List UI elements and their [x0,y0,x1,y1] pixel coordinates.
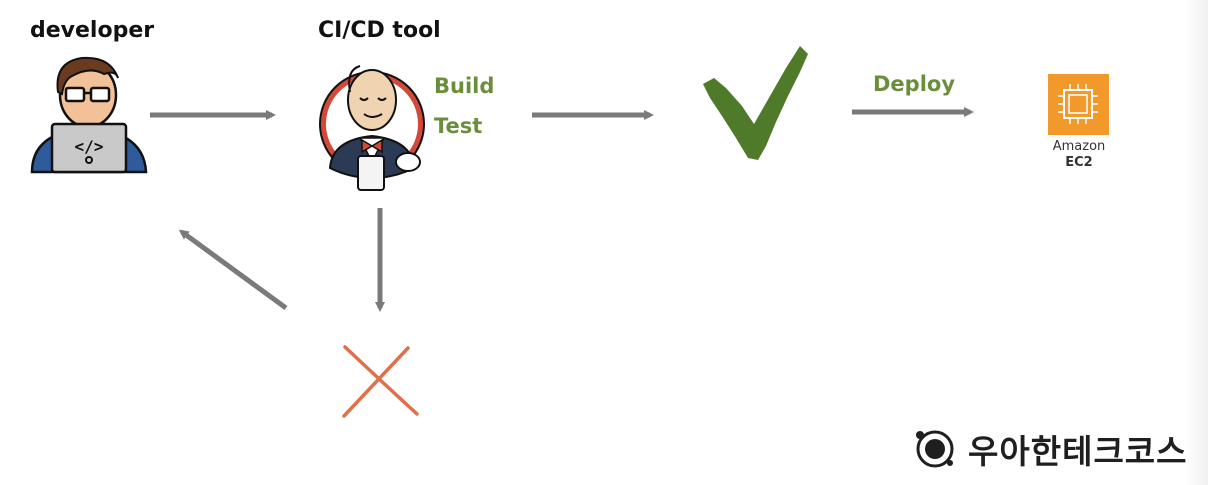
developer-label: developer [30,18,155,43]
svg-text:</>: </> [75,137,104,156]
amazon-ec2-icon [1048,74,1109,135]
cicd-tool-label: CI/CD tool [318,18,441,43]
ec2-label-amazon: Amazon [1052,139,1106,154]
jenkins-icon [319,65,425,191]
checkmark-icon [703,46,808,160]
brand-mark-icon [916,430,954,468]
deploy-label: Deploy [873,72,956,96]
right-edge-shade [1186,0,1208,485]
developer-icon: </> [30,56,148,174]
brand-logo: 우아한테크코스 [912,424,1188,474]
test-label: Test [434,114,483,138]
brand-name: 우아한테크코스 [968,432,1188,471]
arrow-fail-to-dev [178,229,288,311]
ec2-label-ec2: EC2 [1065,155,1093,170]
build-label: Build [434,74,495,98]
fail-cross-icon [342,345,419,418]
